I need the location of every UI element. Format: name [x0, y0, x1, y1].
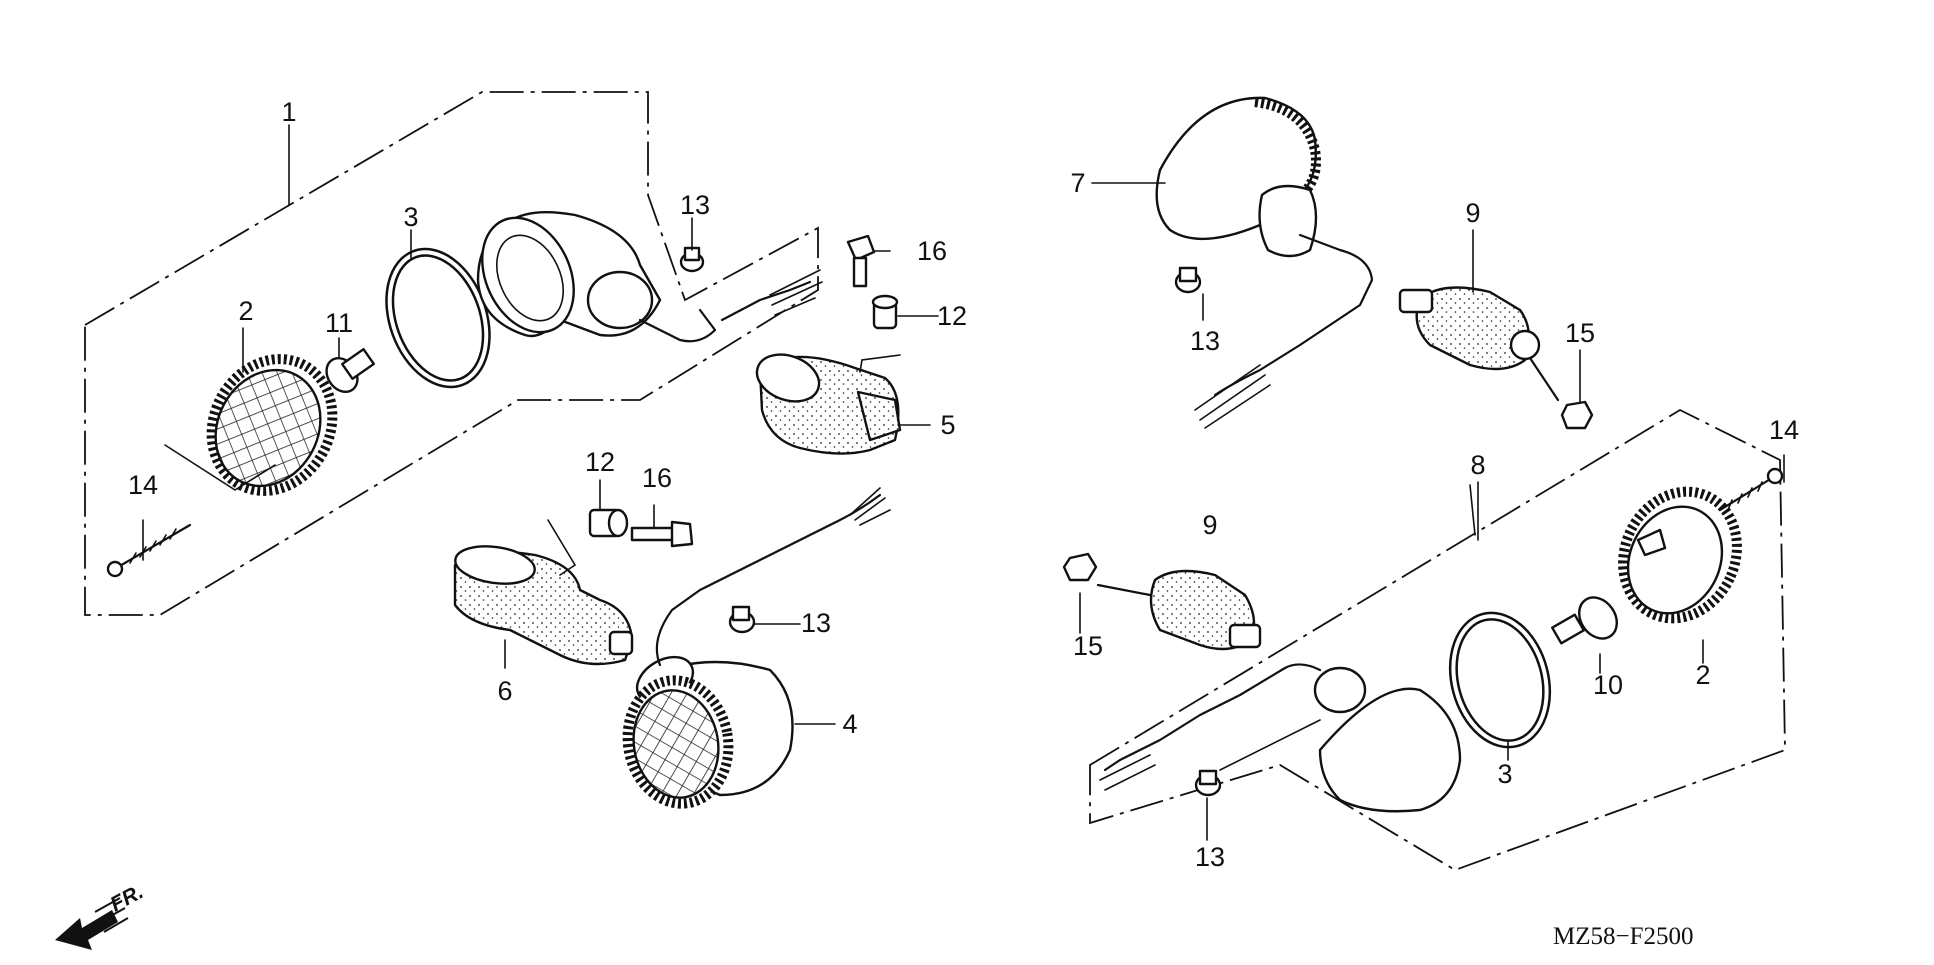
front-direction-label: FR. — [107, 880, 148, 916]
callout-13-lower: 13 — [801, 608, 831, 638]
screw-14-right — [1718, 467, 1784, 512]
front-direction-arrow-icon — [55, 897, 129, 950]
gasket-3 — [385, 247, 491, 389]
callout-12-bottom: 12 — [585, 447, 615, 477]
collar-12-bottom — [588, 508, 629, 538]
assembly-1-group — [84, 91, 902, 616]
callout-15-bottom: 15 — [1073, 631, 1103, 661]
leader-lines — [142, 124, 1785, 841]
assembly-8-group — [1062, 408, 1786, 871]
nut-13-right-top — [1174, 266, 1202, 294]
collar-12-top — [871, 294, 899, 330]
callout-9-top: 9 — [1465, 198, 1480, 228]
nut-13-top — [679, 246, 705, 273]
callout-3-left: 3 — [403, 202, 418, 232]
callout-5: 5 — [940, 410, 955, 440]
right-upper-group — [1155, 96, 1594, 430]
callout-16-bottom: 16 — [642, 463, 672, 493]
part-code: MZ58−F2500 — [1553, 923, 1694, 950]
bulb-10 — [1551, 596, 1618, 645]
bulb-11 — [325, 347, 376, 393]
nut-13-lower — [728, 605, 756, 634]
left-lower-group — [453, 487, 891, 809]
callout-13-top: 13 — [680, 190, 710, 220]
nut-15-bottom — [1062, 552, 1098, 582]
bracket-6 — [453, 519, 634, 666]
callout-15-top: 15 — [1565, 318, 1595, 348]
assembly-1-boundary — [84, 91, 819, 616]
callout-14-left: 14 — [128, 470, 158, 500]
callout-10: 10 — [1593, 670, 1623, 700]
callout-6: 6 — [497, 676, 512, 706]
assembly-8-boundary — [1089, 408, 1786, 871]
bolt-16-bottom — [630, 520, 694, 548]
callout-labels: 1 2 3 11 14 13 16 12 5 12 16 13 6 4 7 13… — [128, 97, 1799, 872]
callout-1: 1 — [281, 97, 296, 127]
lens-cover-2-right — [1618, 486, 1742, 624]
resistor-9-top — [1398, 286, 1560, 402]
lens-cover-2 — [206, 354, 338, 496]
callout-2-right: 2 — [1695, 660, 1710, 690]
callout-12-top: 12 — [937, 301, 967, 331]
callout-13-right-top: 13 — [1190, 326, 1220, 356]
callout-3-right: 3 — [1497, 759, 1512, 789]
callout-7: 7 — [1070, 168, 1085, 198]
callout-14-right: 14 — [1769, 415, 1799, 445]
bolt-16-top — [846, 234, 876, 288]
turn-signal-housing — [476, 210, 823, 343]
resistor-9-bottom — [1096, 569, 1262, 651]
callout-9-bottom: 9 — [1202, 510, 1217, 540]
callout-2-left: 2 — [238, 296, 253, 326]
turn-signal-4 — [622, 487, 891, 809]
callout-16-top: 16 — [917, 236, 947, 266]
turn-signal-8 — [1099, 663, 1462, 813]
nut-15-top — [1560, 400, 1594, 430]
callout-11: 11 — [325, 308, 353, 338]
nut-13-right-bottom — [1194, 719, 1321, 797]
callout-13-right-bottom: 13 — [1195, 842, 1225, 872]
turn-signal-7 — [1155, 96, 1374, 429]
bracket-5 — [755, 353, 902, 455]
callout-8: 8 — [1470, 450, 1485, 480]
gasket-3-right — [1448, 611, 1552, 749]
callout-4: 4 — [842, 709, 857, 739]
